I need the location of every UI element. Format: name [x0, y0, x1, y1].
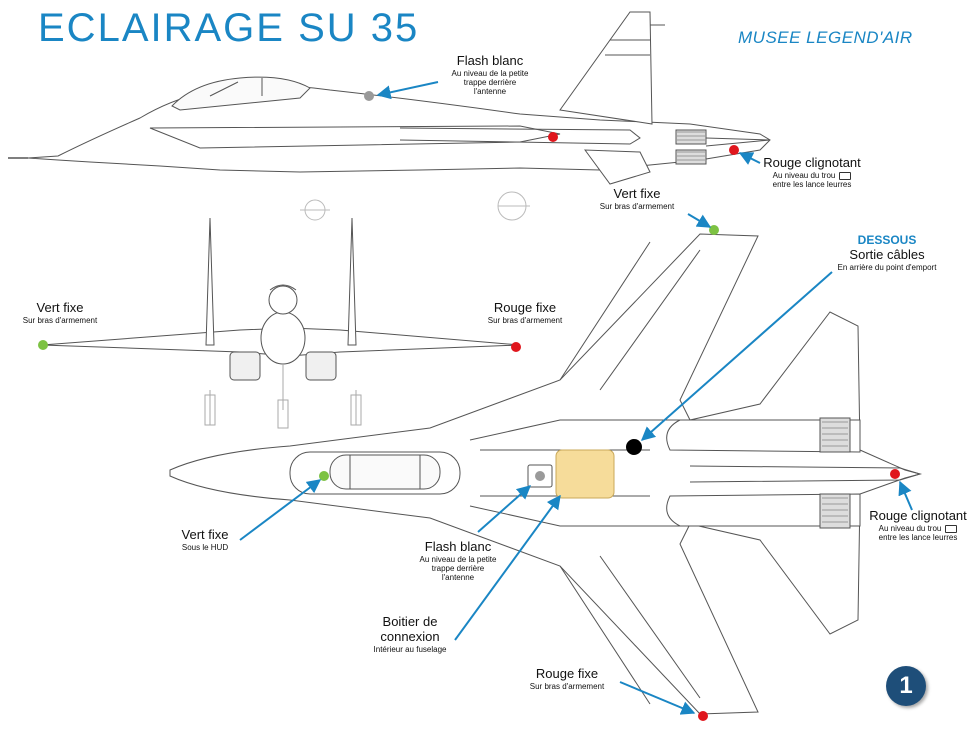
arrow-bottom-red: [619, 681, 696, 715]
label-tail-red: Rouge clignotant Au niveau du trou entre…: [869, 508, 967, 543]
arrow-top-green: [687, 213, 712, 228]
arrow-side-flash: [376, 81, 439, 100]
page-number-badge: 1: [886, 666, 926, 706]
label-connector: Boitier de connexion Intérieur au fusela…: [373, 614, 447, 654]
connector-box-marker: [555, 449, 615, 499]
label-front-red: Rouge fixe Sur bras d'armement: [487, 300, 563, 325]
tail-red-dot: [890, 469, 900, 479]
label-bottom-red-wing: Rouge fixe Sur bras d'armement: [529, 666, 605, 691]
page-title: ECLAIRAGE SU 35: [38, 6, 420, 50]
side-view: [8, 11, 771, 221]
label-dessous: DESSOUS Sortie câbles En arrière du poin…: [837, 233, 937, 272]
label-front-green: Vert fixe Sur bras d'armement: [22, 300, 98, 325]
hole-icon: [839, 171, 852, 180]
brand-name: MUSEE LEGEND'AIR: [738, 28, 913, 47]
side-red-dot-tail: [729, 145, 739, 155]
side-flash-white-dot: [364, 91, 374, 101]
arrow-hud-green: [239, 479, 322, 541]
label-side-flash: Flash blanc Au niveau de la petite trapp…: [451, 53, 529, 97]
front-view: [41, 217, 521, 429]
label-bottom-flash: Flash blanc Au niveau de la petite trapp…: [419, 539, 497, 583]
arrow-cable-exit: [640, 271, 833, 441]
arrow-tail-red: [898, 480, 913, 511]
bottom-view: [169, 233, 922, 715]
label-top-green-wing: Vert fixe Sur bras d'armement: [599, 186, 675, 211]
bottom-flash-white-dot: [535, 471, 545, 481]
hud-green-dot: [319, 471, 329, 481]
arrow-bottom-flash: [477, 485, 532, 533]
label-side-red: Rouge clignotant Au niveau du trou entre…: [763, 155, 861, 190]
side-red-dot-mid: [548, 132, 558, 142]
label-hud-green: Vert fixe Sous le HUD: [181, 527, 229, 552]
arrow-connector: [454, 494, 561, 641]
cable-exit-dot: [626, 439, 642, 455]
front-green-dot: [38, 340, 48, 350]
front-red-dot: [511, 342, 521, 352]
top-green-wing-dot: [709, 225, 719, 235]
arrow-side-red: [738, 152, 761, 165]
bottom-red-wing-dot: [698, 711, 708, 721]
hole-icon: [945, 524, 958, 533]
